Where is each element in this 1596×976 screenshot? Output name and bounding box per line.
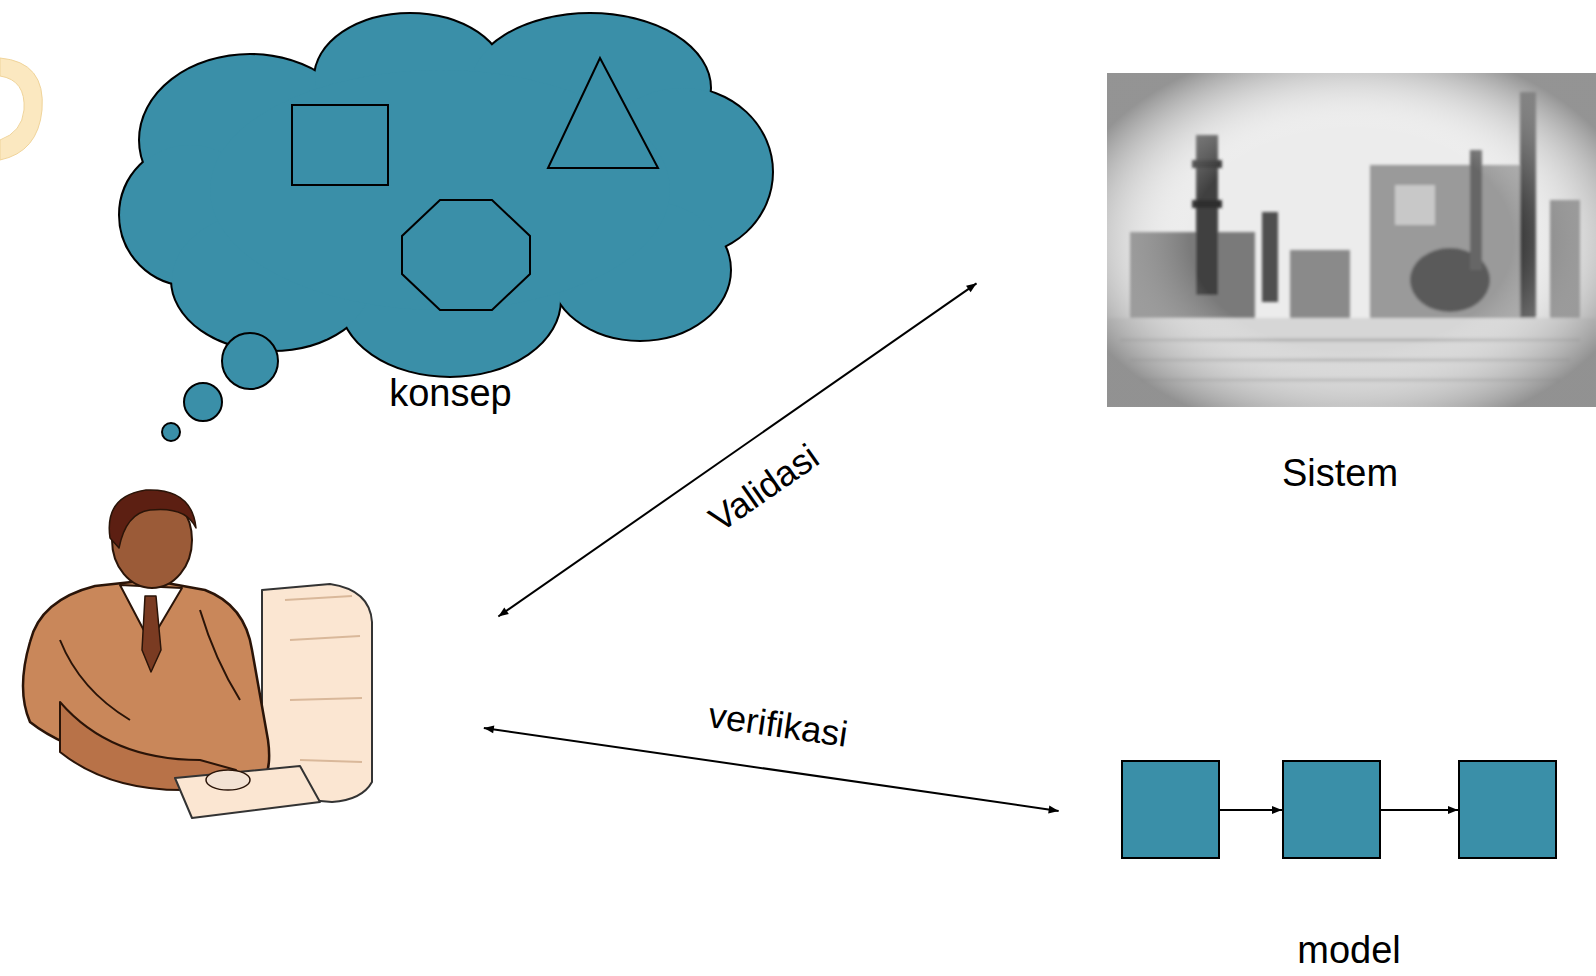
person-clipart: [23, 490, 372, 818]
thought-cloud: [120, 14, 772, 376]
concept-cloud: konsep: [127, 15, 774, 415]
image-area: [1107, 73, 1573, 407]
model-diagram: model: [1122, 761, 1576, 972]
model-blocks: [1122, 761, 1556, 858]
user-figure: [15, 494, 372, 840]
theme-arc: [0, 58, 42, 160]
square-shape: [292, 105, 388, 185]
node-label: model: [1297, 928, 1401, 972]
validation-arrow: [498, 283, 976, 616]
node-label: konsep: [389, 371, 512, 415]
image-area: [1122, 761, 1576, 858]
edge-label: Validasi: [702, 436, 827, 541]
system-image: Sistem: [1107, 73, 1573, 495]
triangle-shape: [548, 58, 658, 168]
verification-arrow: [484, 728, 1059, 811]
node-label: Sistem: [1282, 451, 1398, 495]
edge-label: verifikasi: [705, 694, 850, 756]
thought-bubbles: [162, 333, 278, 441]
factory-photo: [1107, 73, 1596, 407]
octagon-shape: [402, 200, 530, 310]
